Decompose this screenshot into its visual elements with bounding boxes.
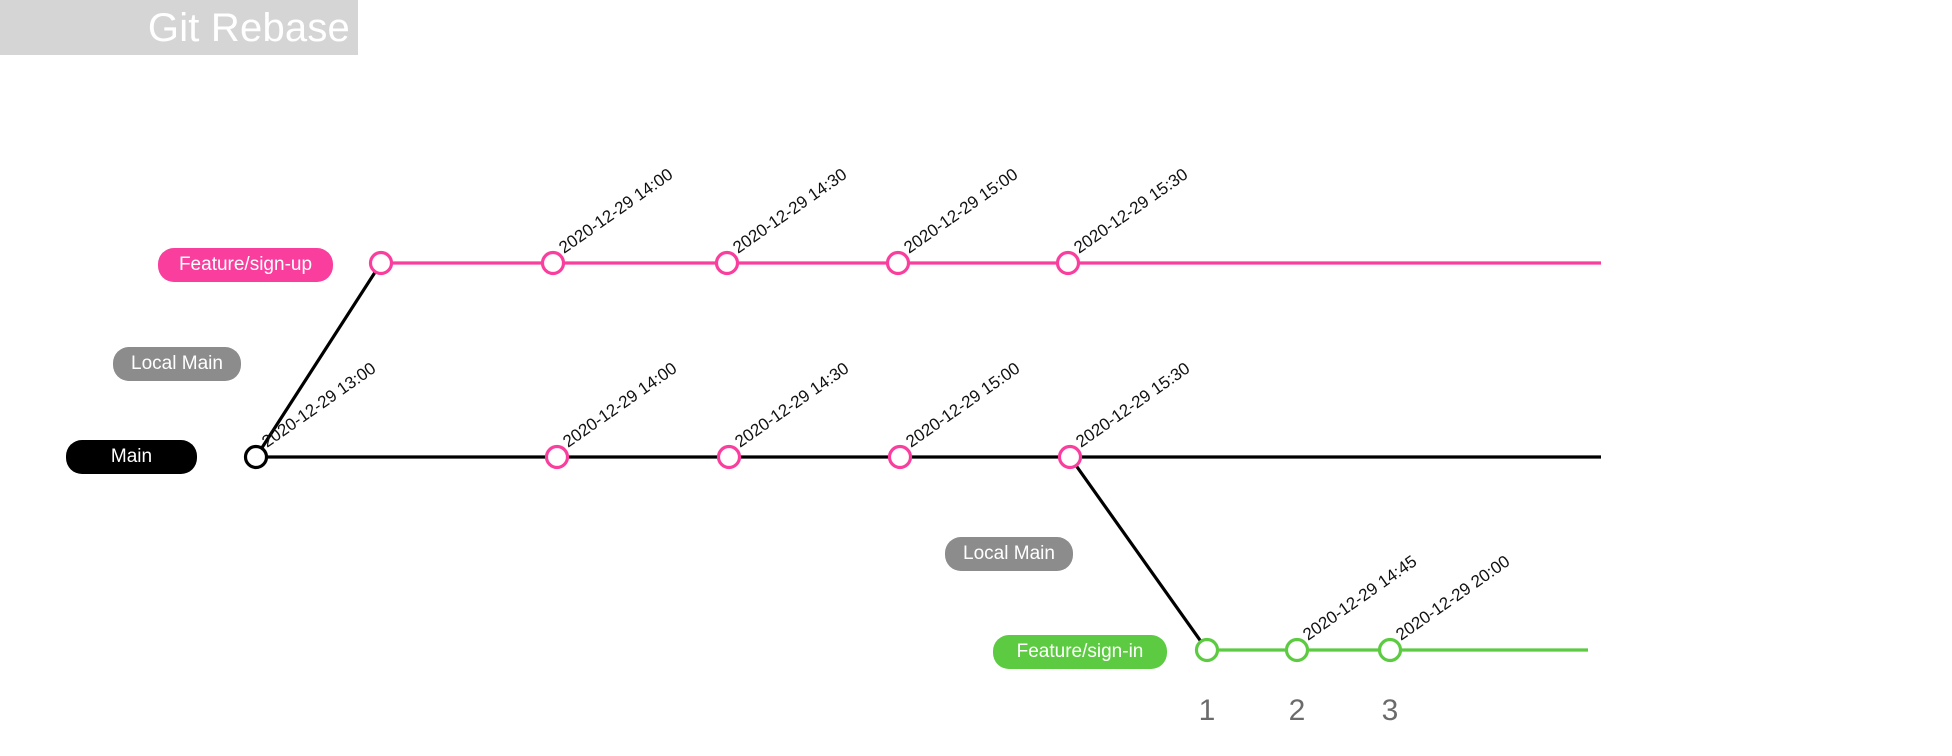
tag-pill-local-main-upper[interactable]: Local Main xyxy=(113,347,241,381)
fork-edge-main-to-sign-up xyxy=(254,262,383,458)
commit-node-feature-sign-in-2[interactable] xyxy=(1284,637,1310,663)
commit-index-3: 3 xyxy=(1381,694,1399,727)
commit-node-feature-sign-up-1[interactable] xyxy=(368,250,394,276)
branch-pill-feature-sign-up[interactable]: Feature/sign-up xyxy=(158,248,333,282)
commit-node-feature-sign-in-1[interactable] xyxy=(1194,637,1220,663)
commit-date-label: 2020-12-29 14:00 xyxy=(555,165,676,258)
commit-index-1: 1 xyxy=(1198,694,1216,727)
tag-pill-local-main-lower[interactable]: Local Main xyxy=(945,537,1073,571)
pill-label: Local Main xyxy=(963,543,1055,564)
branch-pill-main[interactable]: Main xyxy=(66,440,197,474)
commit-date-label: 2020-12-29 15:30 xyxy=(1072,359,1193,452)
commit-node-main-3[interactable] xyxy=(716,444,742,470)
page-title: Git Rebase xyxy=(147,5,350,50)
commit-date-label: 2020-12-29 15:30 xyxy=(1070,165,1191,258)
pill-label: Local Main xyxy=(131,353,223,374)
commit-node-feature-sign-up-2[interactable] xyxy=(540,250,566,276)
pill-label: Feature/sign-in xyxy=(1016,641,1144,662)
commit-node-feature-sign-up-5[interactable] xyxy=(1055,250,1081,276)
commit-node-main-2[interactable] xyxy=(544,444,570,470)
commit-date-label: 2020-12-29 14:30 xyxy=(731,359,852,452)
commit-node-main-5[interactable] xyxy=(1057,444,1083,470)
branch-lines-layer xyxy=(256,261,1601,652)
commit-node-feature-sign-in-3[interactable] xyxy=(1377,637,1403,663)
fork-edge-main-to-sign-in xyxy=(1068,456,1209,651)
fork-edges-layer xyxy=(254,262,1209,651)
commit-node-main-4[interactable] xyxy=(887,444,913,470)
commit-date-label: 2020-12-29 15:00 xyxy=(902,359,1023,452)
commit-node-main-1[interactable] xyxy=(243,444,269,470)
commit-date-label: 2020-12-29 14:00 xyxy=(559,359,680,452)
commit-node-feature-sign-up-4[interactable] xyxy=(885,250,911,276)
title-bar: Git Rebase xyxy=(0,0,358,55)
pill-label: Feature/sign-up xyxy=(178,254,313,275)
date-labels-layer: 2020-12-29 14:00 2020-12-29 14:30 2020-12-… xyxy=(258,165,1513,645)
commit-date-label: 2020-12-29 14:30 xyxy=(729,165,850,258)
commit-nodes-layer xyxy=(243,250,1403,663)
commit-date-label: 2020-12-29 15:00 xyxy=(900,165,1021,258)
commit-node-feature-sign-up-3[interactable] xyxy=(714,250,740,276)
branch-pill-feature-sign-in[interactable]: Feature/sign-in xyxy=(993,635,1167,669)
pill-label: Main xyxy=(110,446,153,467)
commit-index-2: 2 xyxy=(1288,694,1306,727)
commit-date-label: 2020-12-29 13:00 xyxy=(258,359,379,452)
